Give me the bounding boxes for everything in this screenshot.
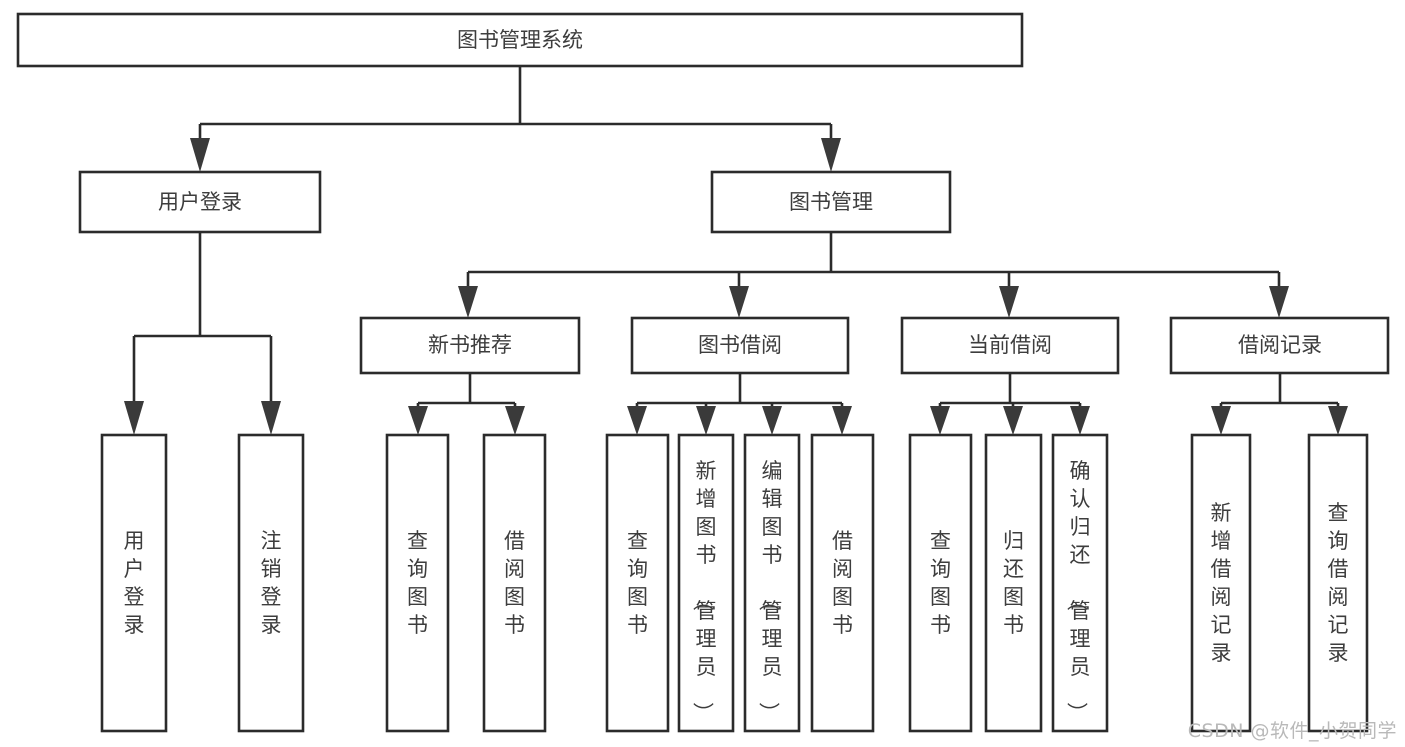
leaf-label-0: 用户登录 — [124, 529, 145, 637]
leaf-node-9[interactable]: 归还图书 — [984, 433, 1043, 733]
leaf-box-11[interactable] — [1190, 433, 1252, 733]
leaf-node-6[interactable]: 编辑图书（管理员） — [743, 433, 801, 733]
arrow-icon-current-leaf-2 — [1003, 406, 1023, 435]
node-label-new-book-recommend: 新书推荐 — [428, 333, 512, 357]
node-label-current-borrow: 当前借阅 — [968, 333, 1052, 357]
connector-layer — [124, 66, 1348, 435]
leaf-box-4[interactable] — [605, 433, 670, 733]
node-user-login[interactable]: 用户登录 — [78, 170, 322, 234]
arrow-icon-borrow-leaf-2 — [696, 406, 716, 435]
node-label-book-borrow: 图书借阅 — [698, 333, 782, 357]
node-box-book-management[interactable] — [710, 170, 952, 234]
arrow-icon-record-leaf-1 — [1211, 406, 1231, 435]
arrow-icon-book-mgmt-to-borrow — [729, 286, 749, 318]
node-box-new-book-recommend[interactable] — [359, 316, 581, 375]
arrow-icon-book-mgmt-to-record — [1269, 286, 1289, 318]
leaf-node-8[interactable]: 查询图书 — [908, 433, 973, 733]
leaf-label-8: 查询图书 — [930, 529, 951, 637]
node-label-book-management: 图书管理 — [789, 190, 873, 214]
leaf-box-10[interactable] — [1051, 433, 1109, 733]
leaf-label-6: 编辑图书（管理员） — [757, 459, 783, 723]
arrow-icon-current-leaf-1 — [930, 406, 950, 435]
leaf-box-12[interactable] — [1307, 433, 1369, 733]
leaf-node-12[interactable]: 查询借阅记录 — [1307, 433, 1369, 733]
leaf-label-3: 借阅图书 — [504, 529, 525, 637]
node-box-current-borrow[interactable] — [900, 316, 1120, 375]
leaf-box-1[interactable] — [237, 433, 305, 733]
node-book-borrow[interactable]: 图书借阅 — [630, 316, 850, 375]
node-label-root: 图书管理系统 — [457, 28, 583, 52]
arrow-icon-user-login-leaf-2 — [261, 401, 281, 435]
leaf-node-5[interactable]: 新增图书（管理员） — [677, 433, 735, 733]
arrow-icon-new-book-leaf-2 — [505, 406, 525, 435]
leaf-node-layer: 用户登录 注销登录 查询图书 借阅图书 查询图书 新增图书（管理员） 编辑图书（管理员） 借阅… — [100, 433, 1369, 733]
leaf-label-1: 注销登录 — [261, 529, 282, 637]
leaf-node-11[interactable]: 新增借阅记录 — [1190, 433, 1252, 733]
node-root-system[interactable]: 图书管理系统 — [16, 12, 1024, 68]
arrow-icon-book-mgmt-to-current — [999, 286, 1019, 318]
leaf-node-0[interactable]: 用户登录 — [100, 433, 168, 733]
leaf-label-9: 归还图书 — [1003, 529, 1024, 637]
leaf-node-4[interactable]: 查询图书 — [605, 433, 670, 733]
leaf-box-5[interactable] — [677, 433, 735, 733]
node-box-book-borrow[interactable] — [630, 316, 850, 375]
leaf-box-7[interactable] — [810, 433, 875, 733]
node-book-management[interactable]: 图书管理 — [710, 170, 952, 234]
arrow-icon-root-to-book-mgmt — [821, 138, 841, 172]
node-label-borrow-record: 借阅记录 — [1238, 333, 1322, 357]
leaf-box-2[interactable] — [385, 433, 450, 733]
arrow-icon-borrow-leaf-3 — [762, 406, 782, 435]
node-box-root[interactable] — [16, 12, 1024, 68]
leaf-node-7[interactable]: 借阅图书 — [810, 433, 875, 733]
arrow-icon-current-leaf-3 — [1070, 406, 1090, 435]
node-box-user-login[interactable] — [78, 170, 322, 234]
leaf-label-12: 查询借阅记录 — [1328, 501, 1349, 665]
leaf-node-1[interactable]: 注销登录 — [237, 433, 305, 733]
leaf-label-4: 查询图书 — [627, 529, 648, 637]
leaf-box-9[interactable] — [984, 433, 1043, 733]
leaf-label-11: 新增借阅记录 — [1211, 501, 1232, 665]
node-box-borrow-record[interactable] — [1169, 316, 1390, 375]
leaf-label-7: 借阅图书 — [832, 529, 853, 637]
leaf-label-10: 确认归还（管理员） — [1065, 459, 1091, 723]
leaf-node-10[interactable]: 确认归还（管理员） — [1051, 433, 1109, 733]
leaf-box-0[interactable] — [100, 433, 168, 733]
leaf-box-3[interactable] — [482, 433, 547, 733]
watermark: CSDN @软件_小贺同学 — [1187, 720, 1397, 742]
node-borrow-record[interactable]: 借阅记录 — [1169, 316, 1390, 375]
node-current-borrow[interactable]: 当前借阅 — [900, 316, 1120, 375]
node-label-user-login: 用户登录 — [158, 190, 242, 214]
node-new-book-recommend[interactable]: 新书推荐 — [359, 316, 581, 375]
arrow-icon-user-login-leaf-1 — [124, 401, 144, 435]
leaf-box-6[interactable] — [743, 433, 801, 733]
leaf-node-2[interactable]: 查询图书 — [385, 433, 450, 733]
arrow-icon-record-leaf-2 — [1328, 406, 1348, 435]
leaf-label-2: 查询图书 — [407, 529, 428, 637]
leaf-node-3[interactable]: 借阅图书 — [482, 433, 547, 733]
arrow-icon-borrow-leaf-4 — [832, 406, 852, 435]
arrow-icon-book-mgmt-to-new-book — [458, 286, 478, 318]
leaf-label-5: 新增图书（管理员） — [691, 459, 717, 723]
arrow-icon-borrow-leaf-1 — [627, 406, 647, 435]
arrow-icon-new-book-leaf-1 — [408, 406, 428, 435]
leaf-box-8[interactable] — [908, 433, 973, 733]
arrow-icon-root-to-user-login — [190, 138, 210, 172]
